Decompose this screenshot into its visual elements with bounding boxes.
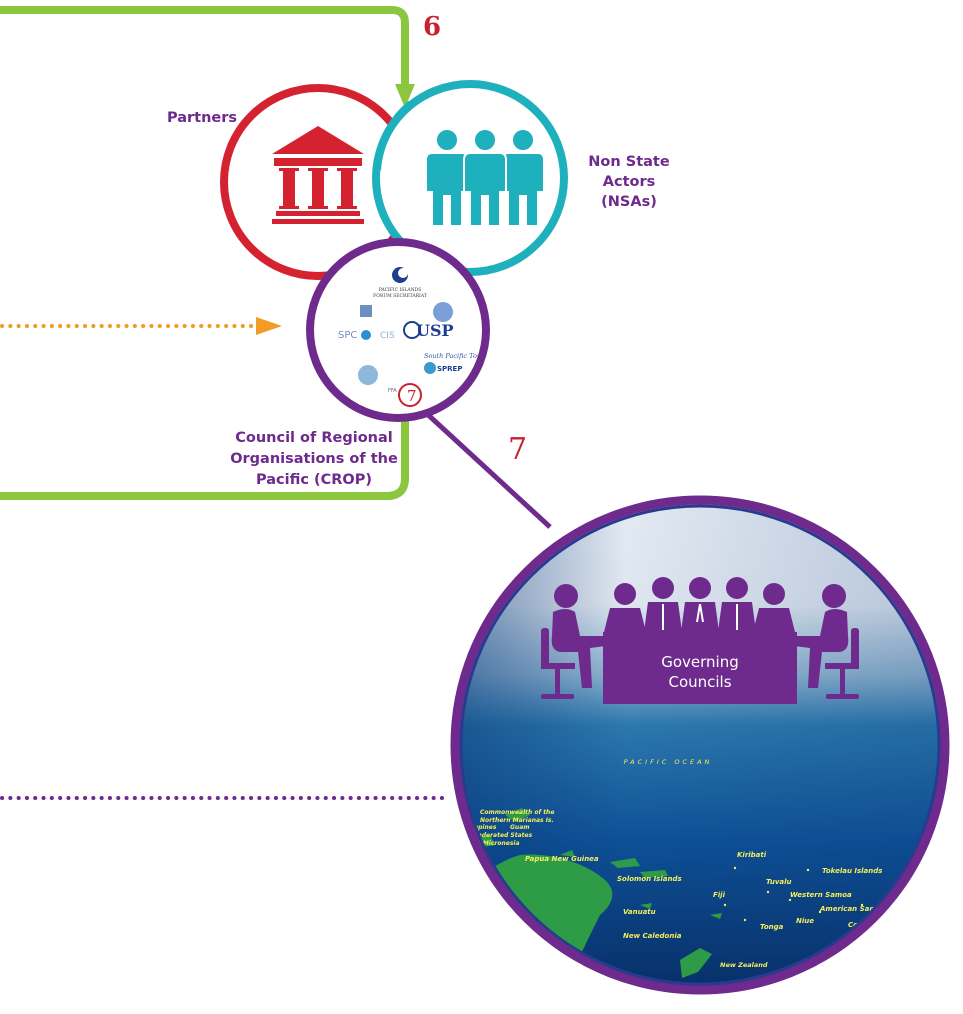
map-label: Papua New Guinea [525, 855, 599, 863]
map-label: Tokelau Islands [822, 867, 882, 875]
partners-label-text: Partners [166, 110, 238, 126]
map-label: Philippines [459, 824, 497, 831]
governing-label-line: Councils [668, 673, 732, 691]
crop-node: PACIFIC ISLANDS FORUM SECRETARIAT SPC CI… [306, 238, 496, 422]
pifs-logo-text-2: FORUM SECRETARIAT [373, 293, 427, 299]
map-label: Commonwealth of the [480, 809, 554, 816]
nsa-label-line: (NSAs) [601, 194, 657, 210]
map-label: Tonga [760, 923, 784, 931]
crop-label-line: Council of Regional [235, 430, 393, 446]
nsa-label-line: Non State [588, 154, 670, 170]
orange-arrowhead [256, 317, 282, 335]
green-arrowhead [395, 84, 415, 108]
tourism-logo-text: South Pacific Tourism [424, 352, 496, 360]
map-label: Western Samoa [790, 891, 852, 899]
people-group-icon [425, 128, 545, 227]
crop-label: Council of Regional Organisations of the… [226, 428, 402, 491]
sprep-logo-text: SPREP [437, 365, 462, 373]
map-label: Tuvalu [766, 878, 792, 886]
nsa-label: Non State Actors (NSAs) [584, 152, 674, 212]
crop-label-line: Organisations of the [230, 451, 398, 467]
map-label: Kiribati [737, 851, 767, 859]
map-label: American Samoa [819, 905, 886, 913]
map-label: of Micronesia [474, 840, 520, 847]
step-number-7: 7 [508, 432, 528, 467]
governing-councils-label: Governing Councils [603, 652, 797, 692]
map-label: New Zealand [720, 961, 768, 969]
map-label: Vanuatu [623, 908, 656, 916]
map-label: Federated States [474, 832, 533, 839]
map-label: Niue [796, 917, 814, 925]
map-label-ocean: PACIFIC OCEAN [624, 758, 713, 766]
crop-label-line: Pacific (CROP) [256, 472, 372, 488]
nsa-label-line: Actors [602, 174, 656, 190]
crop-to-council-connector [423, 410, 552, 529]
meeting-table-icon [541, 577, 859, 704]
map-label: Guam [510, 824, 530, 831]
svg-text:7: 7 [407, 387, 417, 405]
usp-logo-text: USP [416, 321, 454, 340]
step-number-6: 6 [423, 12, 442, 42]
green-process-loop [0, 6, 409, 500]
spc-logo-text: SPC [338, 330, 357, 341]
pifs-logo-text: PACIFIC ISLANDS [379, 287, 422, 293]
map-label: Fiji [713, 891, 726, 899]
governing-label-line: Governing [661, 653, 739, 671]
svg-text:CIS: CIS [380, 331, 395, 341]
svg-text:FFA: FFA [388, 388, 397, 394]
map-label: Northern Marianas Is. [480, 817, 554, 824]
map-label: Solomon Islands [617, 875, 682, 883]
governing-council-node: PACIFIC OCEAN Commonwealth of the Northe… [450, 495, 950, 995]
partners-label: Partners [162, 108, 242, 128]
government-building-icon [272, 126, 364, 224]
map-label: New Caledonia [623, 932, 682, 940]
regional-organisation-logos: PACIFIC ISLANDS FORUM SECRETARIAT SPC CI… [338, 267, 496, 407]
